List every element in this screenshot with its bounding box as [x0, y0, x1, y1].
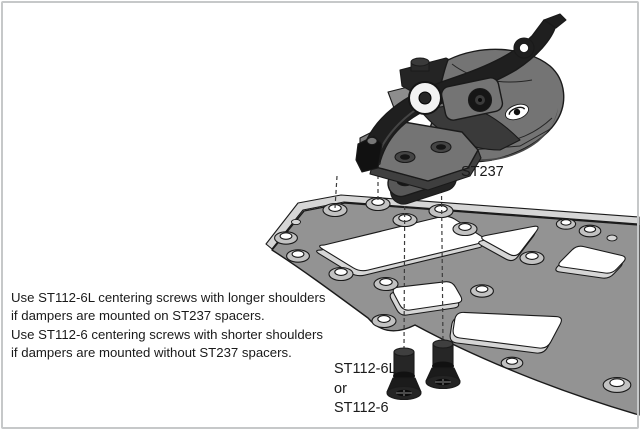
- chassis-plate: [265, 194, 640, 416]
- label-st237: ST237: [461, 164, 504, 180]
- pivot-washer: [408, 81, 442, 115]
- label-screw-short: ST112-6: [334, 400, 389, 416]
- label-or: or: [334, 380, 347, 397]
- instruction-line: Use ST112-6 centering screws with shorte…: [11, 326, 323, 342]
- small-hole: [291, 218, 301, 226]
- damper-barrel: [440, 77, 504, 121]
- chassis-holes: [274, 196, 632, 394]
- arm-clevis: [355, 135, 383, 173]
- screw-st112-6l: [386, 347, 422, 401]
- label-screw-long: ST112-6L: [334, 361, 397, 377]
- instruction-line: if dampers are mounted on ST237 spacers.: [11, 308, 265, 324]
- screw-st112-6: [425, 339, 461, 390]
- small-hole: [606, 234, 618, 242]
- instruction-text: Use ST112-6L centering screws with longe…: [11, 289, 325, 363]
- instruction-line: Use ST112-6L centering screws with longe…: [11, 290, 326, 305]
- brand-logo: [505, 103, 529, 121]
- damper-mount-assembly: [355, 13, 567, 191]
- label-screw-options: ST112-6L or ST112-6: [334, 360, 397, 419]
- instruction-line: if dampers are mounted without ST237 spa…: [11, 345, 292, 361]
- alignment-dashed-lines: [334, 139, 444, 351]
- centering-screws: [386, 339, 461, 401]
- arm-tip: [543, 13, 567, 29]
